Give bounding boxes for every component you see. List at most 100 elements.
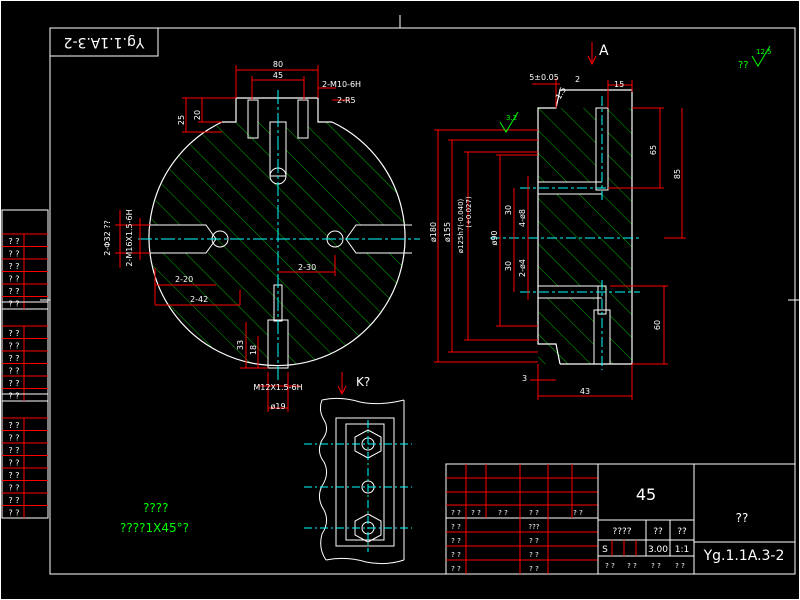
tb-row-3: ? ? [451,551,461,559]
bolt-left [247,99,259,139]
bolt-right [297,99,309,139]
dim-15: 15 [614,80,624,89]
side-hatch-cut1 [538,182,602,194]
side-left-profile [537,89,561,365]
tb-material: 45 [636,485,656,504]
phi155: ø155 [443,222,452,242]
tb-weight: 3.00 [648,545,668,555]
dim-25: 25 [177,115,186,125]
side-table-cell: ? ? [8,329,19,338]
tb-drawing-no: Yg.1.1A.3-2 [703,548,785,564]
side-hatch-cut2 [538,286,602,298]
left-hole [150,225,216,253]
side-table-cell: ? ? [8,484,19,493]
rotated-drawing-number: Yg.1.1A.3-2 [64,34,146,50]
tb-row-4: ? ? [451,565,461,573]
phi125: ø125h7(-0.040) [457,198,465,253]
dim-18: 18 [249,345,258,355]
tb-scale: 1:1 [675,545,689,555]
side-table-cell: ? ? [8,262,19,271]
thread-top: 2-M10-6H [322,80,361,89]
tb-sheet-2: ? ? [627,562,637,570]
tb-weight-header: ?? [653,527,663,537]
dim-2-42: 2-42 [190,295,208,304]
side-bore-top-outline [595,107,609,191]
phi125-tol: (+0.027) [465,196,473,228]
side-table-cell: ? ? [8,459,19,468]
right-dimensions [434,78,686,400]
side-table-cell: ? ? [8,287,19,296]
side-table-cell: ? ? [8,509,19,518]
roughness-prefix: ?? [738,60,749,71]
dim-20: 20 [193,110,202,120]
tb-row-a-3: ? ? [498,509,508,517]
title-block-text: ? ? ? ? ? ? ? ? ? ? ? ? ? ? ? ? ? ? ? ? … [451,485,784,573]
side-table: ? ? ? ? ? ? ? ? ? ? ? ? ? ? ? ? ? ? ? ? ? ? ? ? ? ??… [1,209,49,519]
radius-label: 2-R5 [337,96,356,105]
dim-2phi4: 2-ø4 [518,259,527,277]
tb-row-8: ? ? [573,509,583,517]
tb-row-a-1: ? ? [451,509,461,517]
side-table-cell: ? ? [8,237,19,246]
view-label-k: K? [356,375,370,389]
dim-30a: 30 [504,205,513,215]
view-label-a: A [599,43,609,59]
tb-scale-header: ?? [677,527,687,537]
tb-row-a-4: ? ? [529,509,539,517]
dim-3: 3 [522,374,527,383]
phi32-label: 2-Φ32 ?? [103,220,112,256]
k-break-top [321,397,405,405]
side-section [490,89,640,370]
thread-bottom: M12X1.5-6H [253,383,302,392]
drawing-border [49,27,796,575]
side-table-cell: ? ? [8,379,19,388]
dim-4phi8: 4-ø8 [518,209,527,227]
side-table-cell: ? ? [8,342,19,351]
dim-80: 80 [273,60,283,69]
roughness-symbol-small [499,111,519,133]
tb-sheet-4: ? ? [675,562,685,570]
dim-2: 2 [575,75,580,84]
phi19: ø19 [270,402,285,411]
tb-row-6: ? ? [529,551,539,559]
thread-left: 2-M16X1.5-6H [125,209,134,266]
hex-nut-bottom [354,513,382,543]
title-block [445,463,796,575]
notes-chamfer: ????1X45°? [120,521,189,535]
tb-company: ?? [736,511,749,525]
left-dimensions [115,65,350,412]
notes-title: ???? [143,501,168,515]
right-dim-labels: 5±0.05 2 1.5 15 65 85 ø180 ø155 ø125h7(-… [429,73,682,396]
side-table-cell: ? ? [8,250,19,259]
side-table-cell: ? ? [8,367,19,376]
side-table-cell: ? ? [8,300,19,309]
side-table-cell: ? ? [8,471,19,480]
dim-43: 43 [580,387,590,396]
tb-row-5: ? ? [529,537,539,545]
tb-row-a-2: ? ? [471,509,481,517]
k-view [304,397,412,565]
dim-2-30: 2-30 [298,263,316,272]
roughness-value: 12.5 [756,48,772,56]
k-view-arrow [337,372,347,396]
phi90: ø90 [490,230,499,245]
side-table-cell: ? ? [8,434,19,443]
roughness-symbol-corner [751,45,771,67]
rotated-number-box [49,27,159,57]
tb-stage-header: ???? [612,527,631,537]
top-boss [222,97,332,123]
k-break-bottom [325,557,405,565]
dim-45: 45 [273,71,283,80]
tb-stage-mark: S [602,545,608,555]
dim-5: 5±0.05 [529,73,559,82]
tb-row-2: ? ? [451,537,461,545]
k-plate [335,417,395,547]
dim-65: 65 [649,145,658,155]
tb-mid-label: ??? [528,523,539,531]
tb-sheet-3: ? ? [651,562,661,570]
dim-30b: 30 [504,261,513,271]
phi180: ø180 [429,222,438,242]
side-table-cell: ? ? [8,496,19,505]
